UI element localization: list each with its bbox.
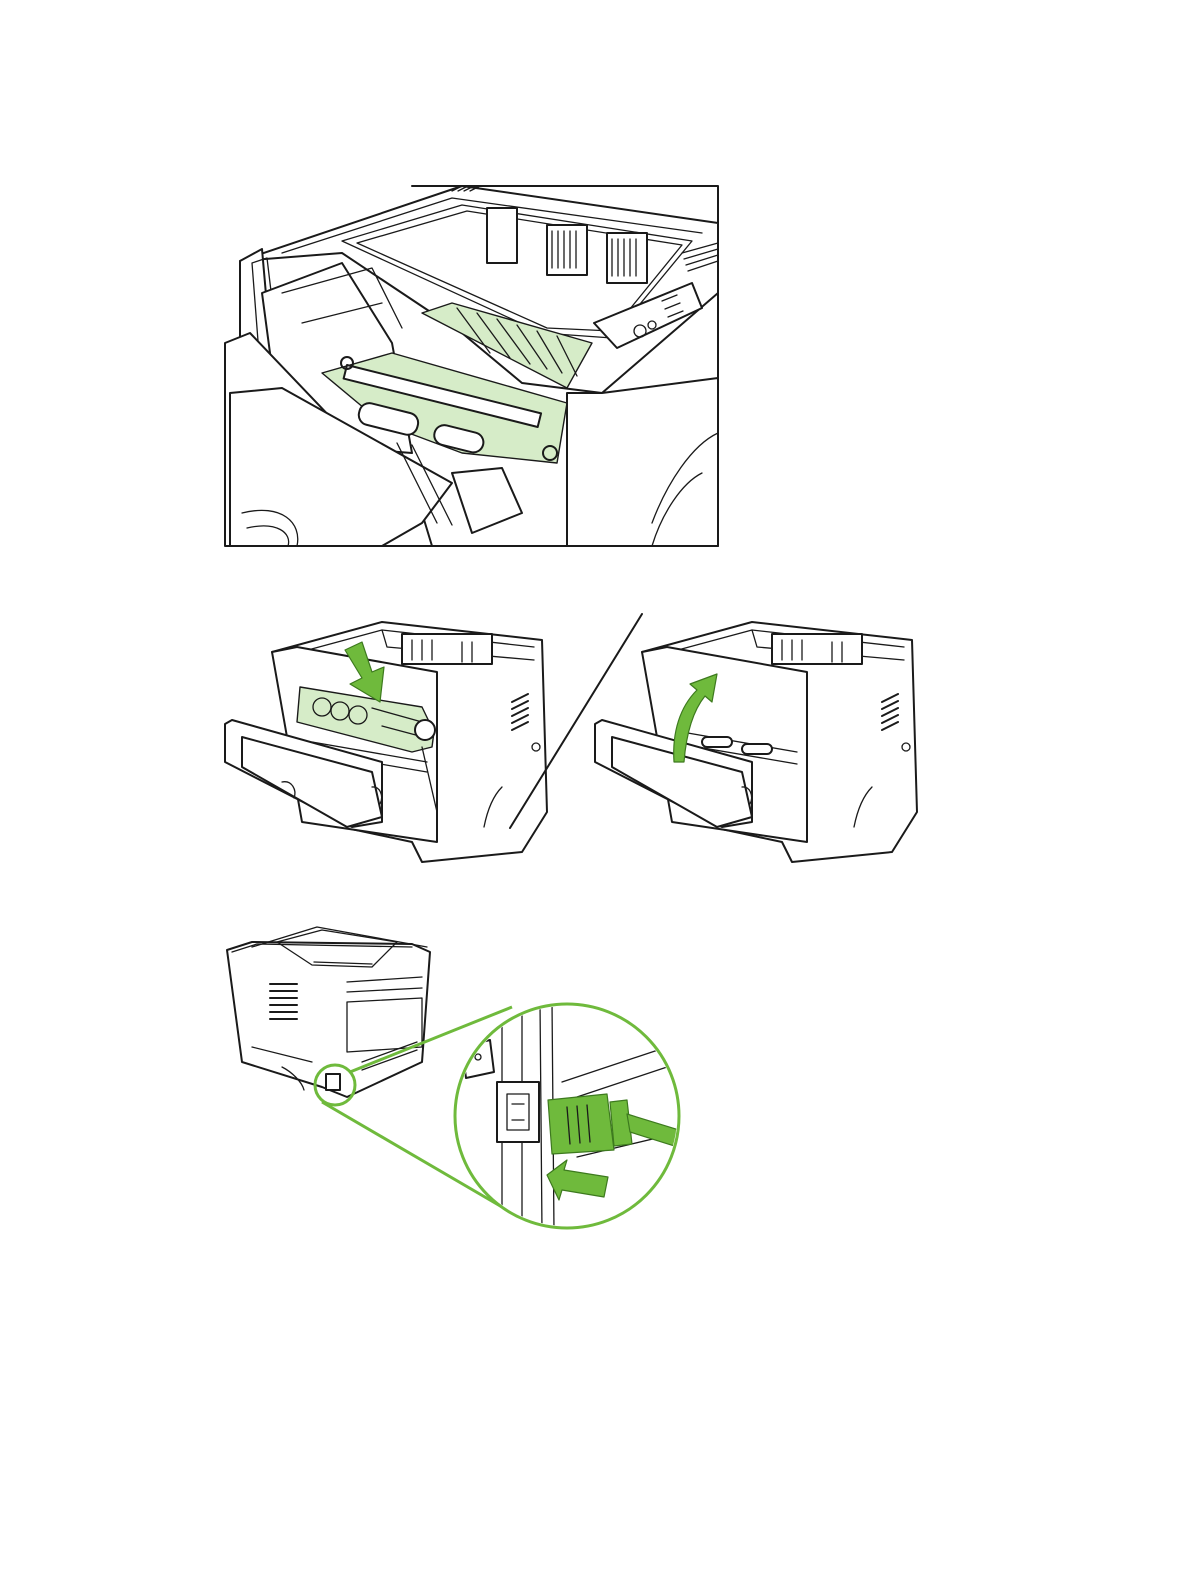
printer-right [595, 622, 917, 862]
figure-power-cord [222, 922, 684, 1234]
figure-paper-path [222, 183, 722, 549]
printer-left [225, 622, 547, 862]
power-cord-connect-icon [222, 922, 684, 1234]
printer-open-paper-path-icon [222, 183, 722, 549]
printer-rear [227, 927, 430, 1097]
figure-cartridge-reinsert [222, 612, 922, 864]
cartridge-reinsert-and-door-close-icon [222, 612, 922, 864]
